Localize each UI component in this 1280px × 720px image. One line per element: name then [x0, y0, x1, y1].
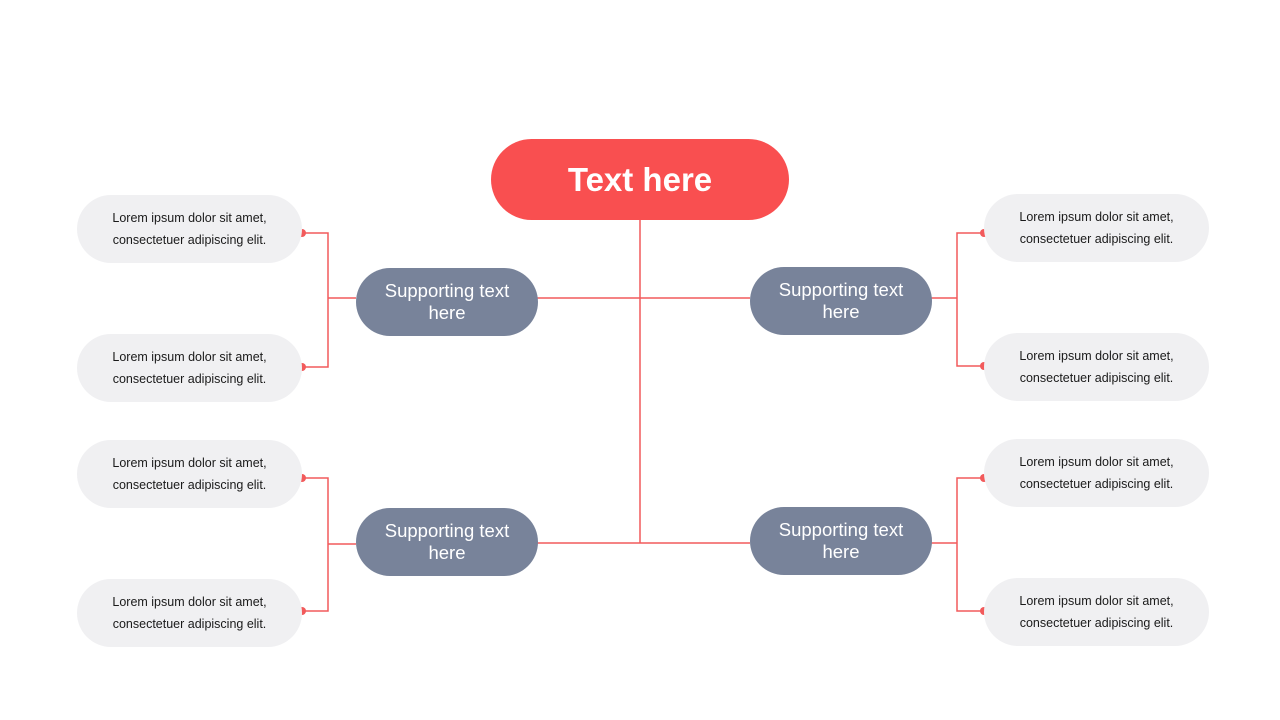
- bracket-right-bottom: [930, 477, 984, 612]
- branch-label: Supporting text here: [384, 520, 510, 563]
- leaf-text: Lorem ipsum dolor sit amet, consectetuer…: [112, 211, 267, 247]
- leaf-text: Lorem ipsum dolor sit amet, consectetuer…: [1019, 594, 1174, 630]
- leaf-node-right-top-1: Lorem ipsum dolor sit amet, consectetuer…: [984, 194, 1209, 262]
- branch-node-right-bottom: Supporting text here: [750, 507, 932, 575]
- leaf-text: Lorem ipsum dolor sit amet, consectetuer…: [1019, 455, 1174, 491]
- leaf-text: Lorem ipsum dolor sit amet, consectetuer…: [1019, 349, 1174, 385]
- bracket-left-bottom: [302, 477, 356, 612]
- bracket-left-top: [302, 232, 356, 368]
- leaf-text: Lorem ipsum dolor sit amet, consectetuer…: [1019, 210, 1174, 246]
- bracket-right-top: [930, 232, 984, 367]
- leaf-text: Lorem ipsum dolor sit amet, consectetuer…: [112, 350, 267, 386]
- leaf-node-left-top-1: Lorem ipsum dolor sit amet, consectetuer…: [77, 195, 302, 263]
- leaf-node-right-bottom-1: Lorem ipsum dolor sit amet, consectetuer…: [984, 439, 1209, 507]
- leaf-text: Lorem ipsum dolor sit amet, consectetuer…: [112, 456, 267, 492]
- leaf-node-left-bottom-1: Lorem ipsum dolor sit amet, consectetuer…: [77, 440, 302, 508]
- branch-label: Supporting text here: [384, 280, 510, 323]
- branch-node-right-top: Supporting text here: [750, 267, 932, 335]
- leaf-node-right-bottom-2: Lorem ipsum dolor sit amet, consectetuer…: [984, 578, 1209, 646]
- leaf-node-left-top-2: Lorem ipsum dolor sit amet, consectetuer…: [77, 334, 302, 402]
- branch-node-left-bottom: Supporting text here: [356, 508, 538, 576]
- main-node: Text here: [491, 139, 789, 220]
- branch-label: Supporting text here: [778, 519, 904, 562]
- leaf-node-left-bottom-2: Lorem ipsum dolor sit amet, consectetuer…: [77, 579, 302, 647]
- branch-node-left-top: Supporting text here: [356, 268, 538, 336]
- branch-label: Supporting text here: [778, 279, 904, 322]
- leaf-node-right-top-2: Lorem ipsum dolor sit amet, consectetuer…: [984, 333, 1209, 401]
- leaf-text: Lorem ipsum dolor sit amet, consectetuer…: [112, 595, 267, 631]
